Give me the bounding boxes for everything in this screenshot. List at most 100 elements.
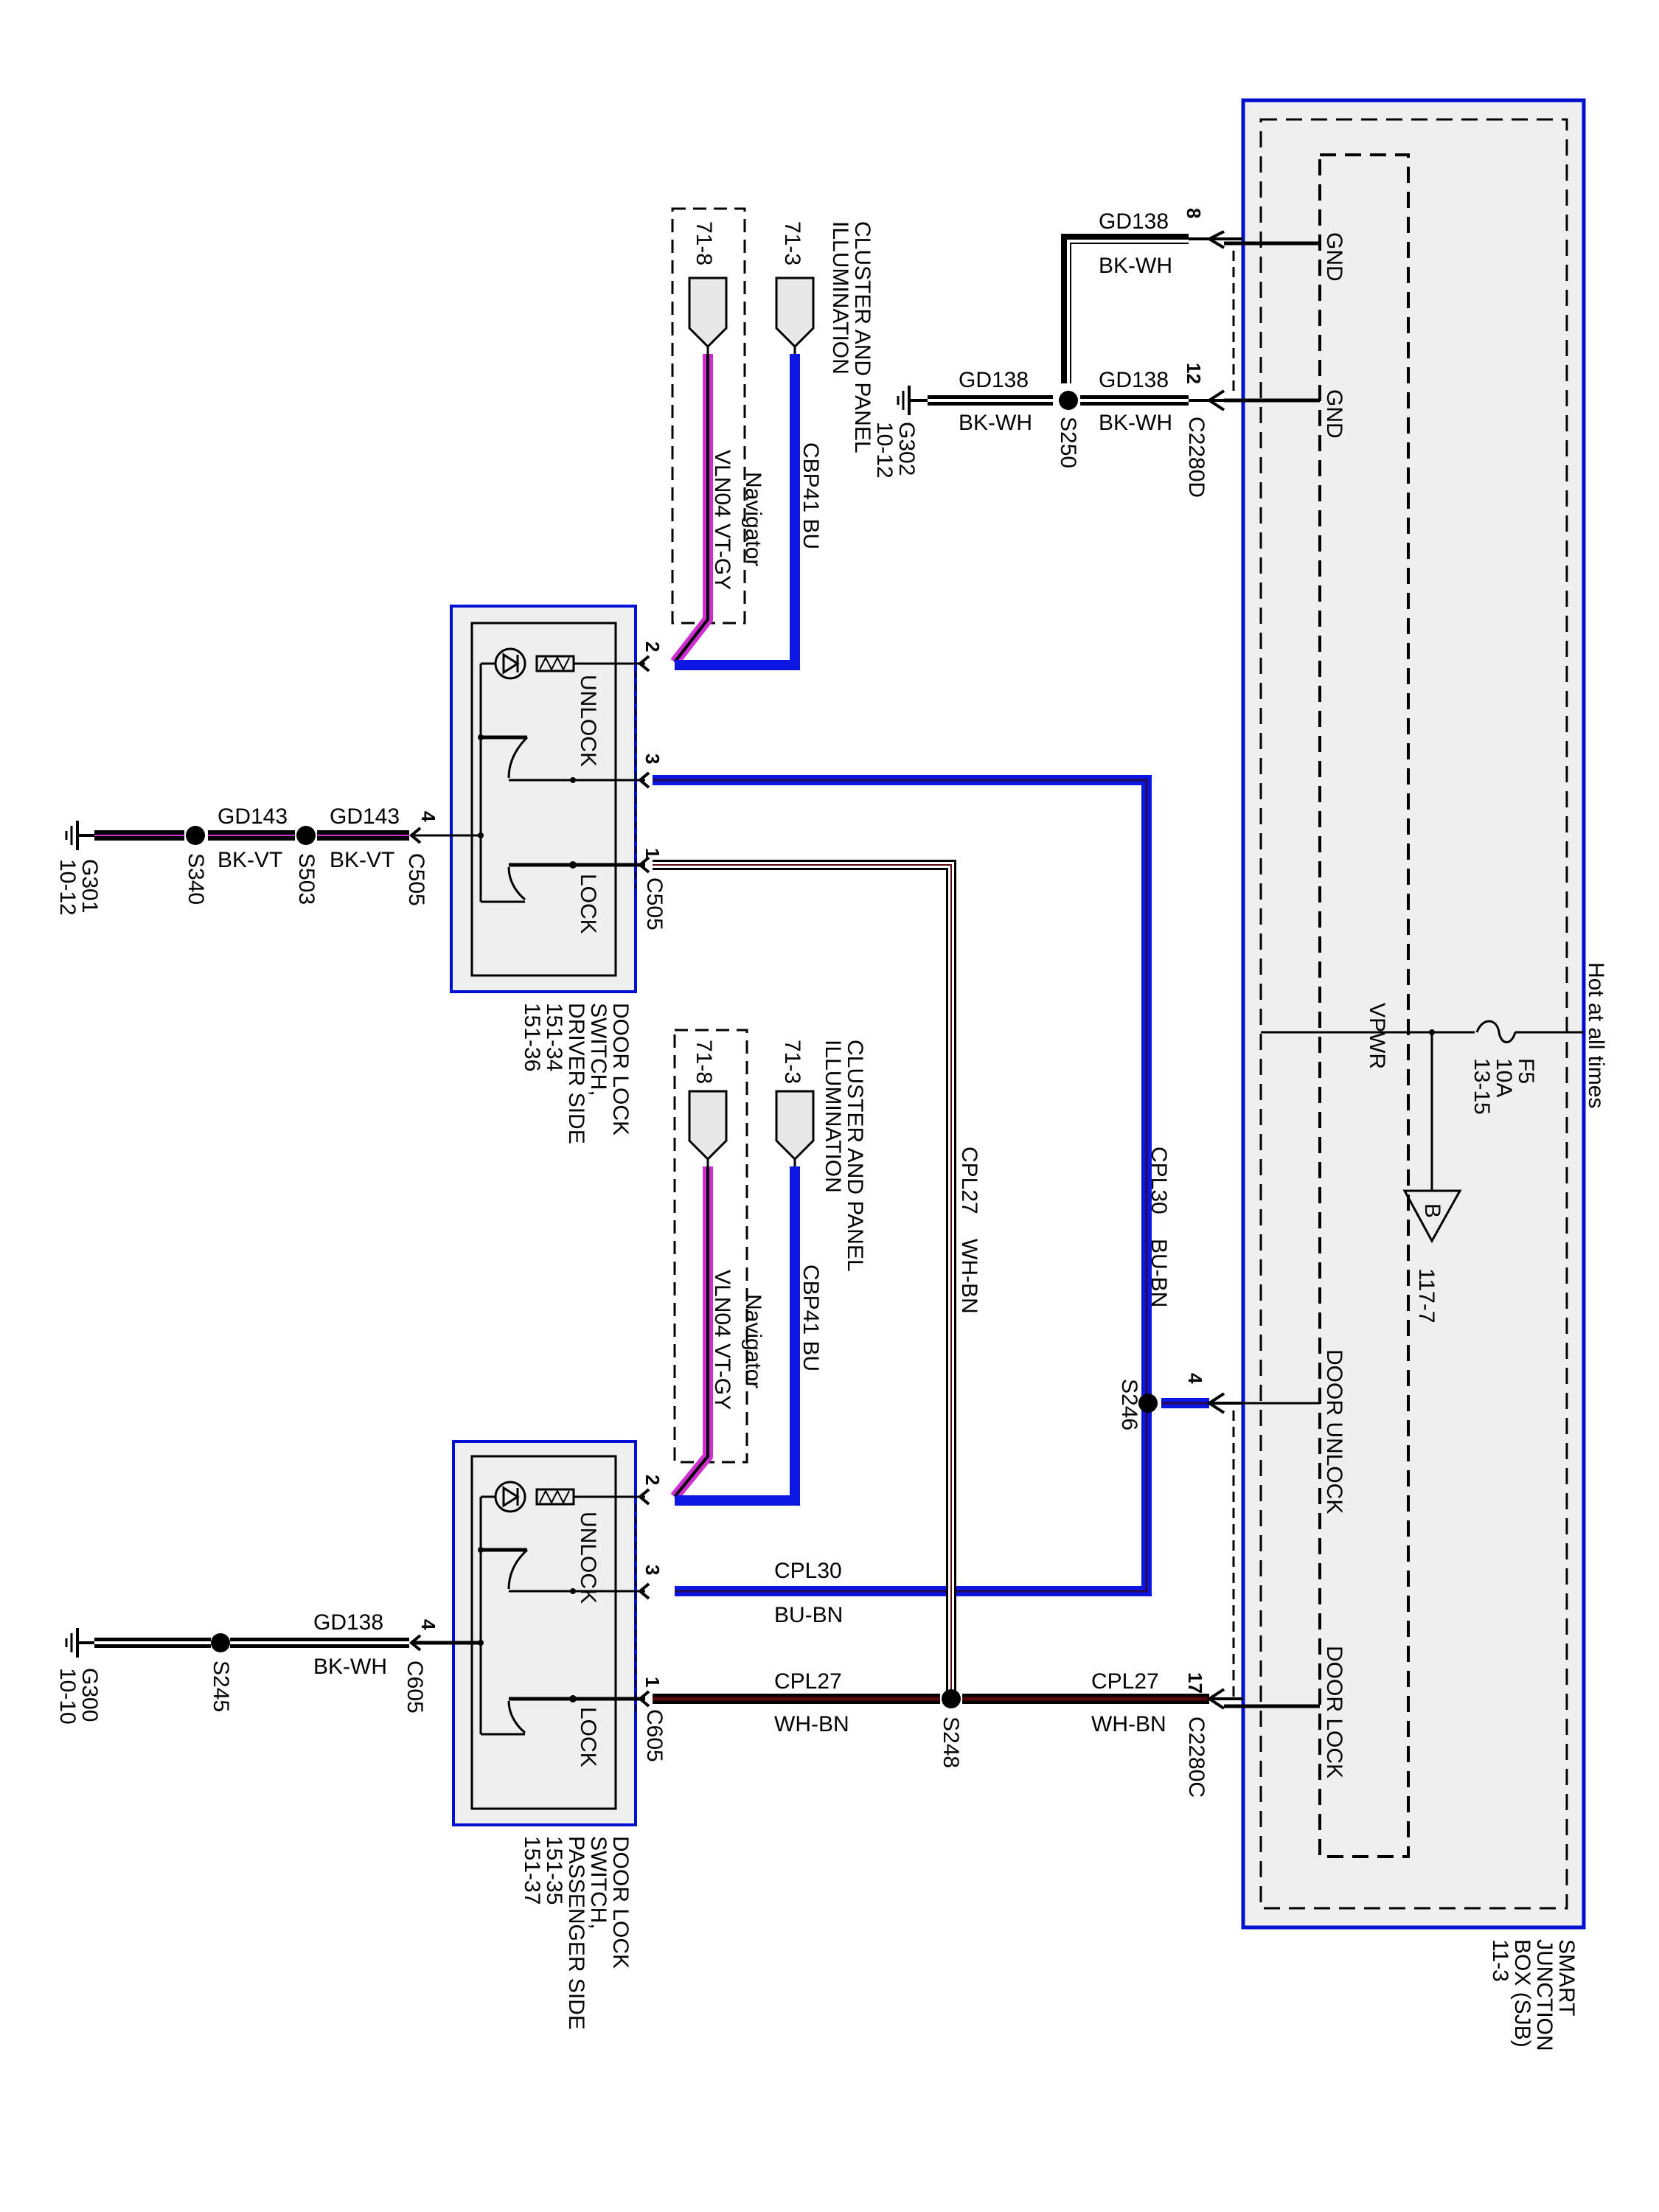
splice-s340[interactable]	[186, 826, 205, 845]
passenger-pin-2: 2	[641, 1475, 664, 1485]
top-ground-circuit: GD138 BK-WH GD138 BK-WH GD138 BK-WH 8 12…	[872, 208, 1243, 498]
offpage-b-triangle[interactable]	[1402, 1189, 1462, 1244]
sjb-pin-8: 8	[1183, 208, 1205, 218]
splice-s340-label: S340	[184, 853, 208, 905]
ground-g302-icon	[897, 386, 911, 415]
driver-unlock-label: UNLOCK	[576, 675, 600, 767]
cluster-driver-vt-wire: VLN04 VT-GY	[710, 450, 734, 590]
cluster-terminal-71-8[interactable]	[688, 276, 728, 349]
sjb-title-line-2: JUNCTION	[1532, 1939, 1557, 2051]
sjb-pin-12: 12	[1183, 363, 1205, 384]
sjb-outer-box[interactable]	[1241, 98, 1586, 1930]
sjb-pin-17: 17	[1184, 1672, 1206, 1694]
fuse-ref: 13-15	[1470, 1058, 1494, 1115]
driver-title-3: DRIVER SIDE	[564, 1003, 588, 1144]
passenger-pin-3: 3	[641, 1565, 664, 1575]
offpage-b-letter: B	[1420, 1203, 1444, 1218]
cluster-pass-option: Navigator	[741, 1294, 765, 1388]
gd138-pin8-circuit: GD138	[1099, 209, 1169, 234]
splice-s250[interactable]	[1059, 391, 1078, 410]
vpwr-label: VPWR	[1365, 1003, 1389, 1069]
cluster-pass-ref-71-3: 71-3	[780, 1040, 804, 1084]
cluster-driver-bu-wire: CBP41 BU	[799, 442, 823, 549]
wire-vln04-driver[interactable]	[670, 354, 713, 666]
driver-title-5: 151-36	[520, 1003, 544, 1071]
splice-s245-label: S245	[209, 1660, 233, 1712]
cluster-terminal-71-3-2[interactable]	[775, 1090, 815, 1161]
wire-vln04-passenger[interactable]	[670, 1166, 713, 1500]
fuse-f5-icon[interactable]	[1475, 1020, 1517, 1043]
driver-pin-3: 3	[641, 754, 664, 764]
passenger-ground-circuit: GD138 BK-WH S245 C605 G300 10-10	[55, 1610, 427, 1725]
cluster-pass-bu-wire: CBP41 BU	[799, 1265, 823, 1371]
cluster-driver-title-2: ILLUMINATION	[828, 221, 852, 375]
wire-cbp41-passenger[interactable]	[675, 1166, 800, 1506]
sjb-gnd1-label: GND	[1322, 232, 1346, 282]
smart-junction-box: SMART JUNCTION BOX (SJB) 11-3 GND GND B …	[1224, 98, 1608, 2051]
cluster-terminal-71-8-2[interactable]	[688, 1090, 728, 1161]
gd138-pass-circuit: GD138	[313, 1610, 383, 1635]
ground-g302-name: G302	[894, 422, 919, 476]
gd138-pin12-circuit: GD138	[1099, 368, 1169, 392]
gd143-color-1: BK-VT	[218, 848, 282, 872]
wire-cpl30-driver[interactable]	[653, 775, 1152, 1596]
driver-title-4: 151-34	[542, 1003, 566, 1071]
driver-unlock-contact-icon	[507, 736, 529, 779]
cluster-terminal-71-3[interactable]	[775, 276, 815, 349]
gd138-pin12-color: BK-WH	[1099, 411, 1172, 435]
sjb-gnd2-label: GND	[1322, 389, 1346, 439]
cpl27-right-color: WH-BN	[1091, 1712, 1166, 1736]
cluster-driver-ref-71-3: 71-3	[780, 221, 804, 265]
cpl30-vertical-circuit: CPL30	[1147, 1147, 1171, 1214]
splice-s503-label: S503	[294, 853, 319, 905]
unlock-circuit: CPL30 BU-BN CPL30 BU-BN S246 4	[653, 775, 1243, 1627]
splice-s246[interactable]	[1138, 1394, 1158, 1413]
splice-s503[interactable]	[296, 826, 316, 845]
driver-title-2: SWITCH,	[586, 1003, 611, 1096]
door-unlock-label: DOOR UNLOCK	[1322, 1349, 1346, 1514]
splice-s250-label: S250	[1056, 417, 1080, 468]
passenger-title-4: 151-35	[542, 1836, 566, 1905]
ground-g301-icon	[65, 821, 79, 850]
hot-at-all-times-label: Hot at all times	[1584, 962, 1608, 1108]
driver-ground-connector: C505	[404, 853, 428, 906]
cluster-pass-vt-wire: VLN04 VT-GY	[710, 1270, 734, 1410]
splice-s248[interactable]	[942, 1689, 961, 1708]
cpl27-right-circuit: CPL27	[1091, 1669, 1159, 1694]
cpl27-vertical-circuit: CPL27	[957, 1147, 981, 1214]
splice-s248-label: S248	[939, 1717, 963, 1768]
cluster-pass-title-2: ILLUMINATION	[821, 1040, 845, 1193]
offpage-b-ref: 117-7	[1414, 1268, 1439, 1324]
gd138-wire-pin8[interactable]	[1061, 234, 1189, 383]
driver-ground-circuit: GD143 BK-VT GD143 BK-VT S340 S503 C505 G…	[55, 804, 428, 916]
passenger-lock-contact-icon	[507, 1700, 526, 1734]
driver-lock-contact-icon	[507, 866, 526, 901]
cluster-driver-title-1: CLUSTER AND PANEL	[850, 221, 874, 453]
cluster-block-driver: 71-8 71-3 CLUSTER AND PANEL ILLUMINATION…	[670, 207, 874, 670]
sjb-title-line-4: 11-3	[1488, 1939, 1512, 1982]
passenger-connector-c605: C605	[642, 1709, 667, 1762]
cluster-pass-ref-71-8: 71-8	[692, 1040, 716, 1084]
passenger-switch-outer[interactable]	[452, 1440, 637, 1826]
cpl27-vertical-color: WH-BN	[957, 1239, 981, 1314]
cpl27-left-color: WH-BN	[774, 1712, 849, 1736]
passenger-unlock-label: UNLOCK	[576, 1512, 600, 1604]
door-lock-switch-passenger: UNLOCK LOCK 2 3 4 1 C605 DOOR LOCK SWITC…	[408, 1440, 667, 2030]
driver-pin-4: 4	[417, 811, 439, 822]
cpl27-left-circuit: CPL27	[774, 1669, 842, 1694]
connector-arrow-pin8	[1189, 230, 1243, 249]
ground-g302-ref: 10-12	[872, 422, 897, 479]
driver-connector-c505: C505	[642, 877, 667, 931]
driver-switch-inner	[470, 622, 617, 977]
wire-cbp41-driver[interactable]	[675, 354, 800, 670]
splice-s246-label: S246	[1117, 1379, 1141, 1430]
passenger-title-2: SWITCH,	[586, 1836, 611, 1930]
passenger-lock-label: LOCK	[576, 1707, 600, 1767]
passenger-title-1: DOOR LOCK	[608, 1836, 633, 1969]
passenger-pin-4: 4	[417, 1619, 439, 1630]
sjb-pin-4: 4	[1184, 1373, 1206, 1384]
connector-arrow-pin12	[1189, 389, 1243, 411]
passenger-title-5: 151-37	[520, 1836, 544, 1905]
splice-s245[interactable]	[211, 1633, 230, 1652]
